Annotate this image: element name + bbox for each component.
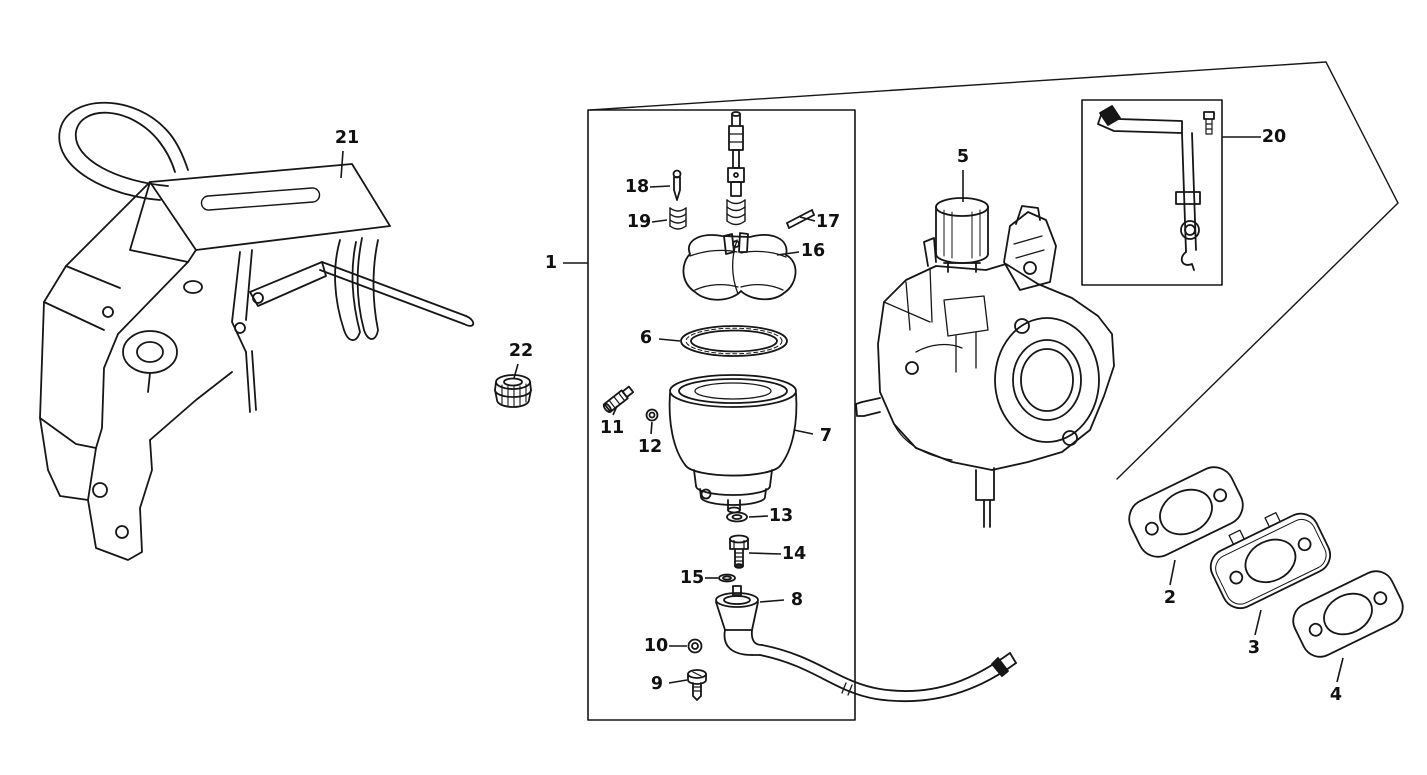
callout-4: 4	[1329, 685, 1343, 705]
part-jet-needle-set	[726, 111, 746, 226]
leader-line-2	[1169, 559, 1176, 586]
part-air-cleaner-bracket	[39, 101, 475, 561]
callout-19: 19	[626, 212, 652, 232]
callout-21: 21	[334, 128, 360, 148]
callout-20: 20	[1261, 127, 1287, 147]
part-float-pin	[786, 209, 815, 229]
part-grommet	[494, 374, 532, 408]
part-main-jet	[602, 385, 635, 413]
leader-line-11	[612, 405, 618, 416]
part-drain-screw	[687, 669, 707, 701]
callout-11: 11	[599, 418, 625, 438]
part-carburetor-assembly	[855, 197, 1115, 528]
part-float-chamber-gasket	[680, 325, 788, 357]
callout-17: 17	[815, 212, 841, 232]
callout-10: 10	[643, 636, 669, 656]
part-bowl-washer	[726, 511, 748, 523]
callout-13: 13	[768, 506, 794, 526]
leader-line-16	[776, 251, 800, 256]
part-gasket-2	[1128, 466, 1244, 558]
group-frame-lines	[587, 61, 1399, 721]
callout-22: 22	[508, 341, 534, 361]
part-drain-bolt	[729, 534, 749, 569]
leader-line-4	[1336, 657, 1344, 683]
part-float-valve-needle	[672, 169, 682, 201]
callout-18: 18	[624, 177, 650, 197]
leader-line-18	[649, 185, 671, 188]
callout-16: 16	[800, 241, 826, 261]
callout-7: 7	[819, 426, 833, 446]
part-gasket-4	[1292, 570, 1404, 658]
part-float-chamber	[668, 374, 798, 514]
leader-line-12	[650, 421, 653, 435]
leader-line-21	[340, 150, 344, 179]
part-drain-tube-assembly	[715, 585, 1017, 703]
part-screw-o-ring	[687, 638, 703, 654]
leader-line-9	[668, 679, 688, 684]
leader-line-17	[799, 216, 816, 222]
part-jet-washer	[645, 408, 659, 422]
callout-8: 8	[790, 590, 804, 610]
leader-line-13	[748, 515, 769, 518]
leader-line-6	[658, 338, 681, 342]
leader-line-8	[759, 599, 785, 603]
callout-14: 14	[781, 544, 807, 564]
callout-3: 3	[1247, 638, 1261, 658]
callout-9: 9	[650, 674, 664, 694]
callout-15: 15	[679, 568, 705, 588]
part-float	[682, 232, 797, 301]
part-insulator-3	[1209, 512, 1331, 610]
part-choke-rod-set	[1097, 105, 1215, 271]
leader-line-19	[651, 219, 668, 223]
callout-1: 1	[544, 253, 558, 273]
leader-line-14	[748, 552, 782, 555]
leader-line-22	[513, 363, 519, 379]
callout-6: 6	[639, 328, 653, 348]
callout-2: 2	[1163, 588, 1177, 608]
leader-line-7	[793, 429, 814, 435]
leader-line-3	[1254, 609, 1262, 636]
part-valve-spring	[669, 207, 687, 230]
callout-12: 12	[637, 437, 663, 457]
part-bolt-o-ring	[718, 573, 736, 583]
callout-5: 5	[956, 147, 970, 167]
